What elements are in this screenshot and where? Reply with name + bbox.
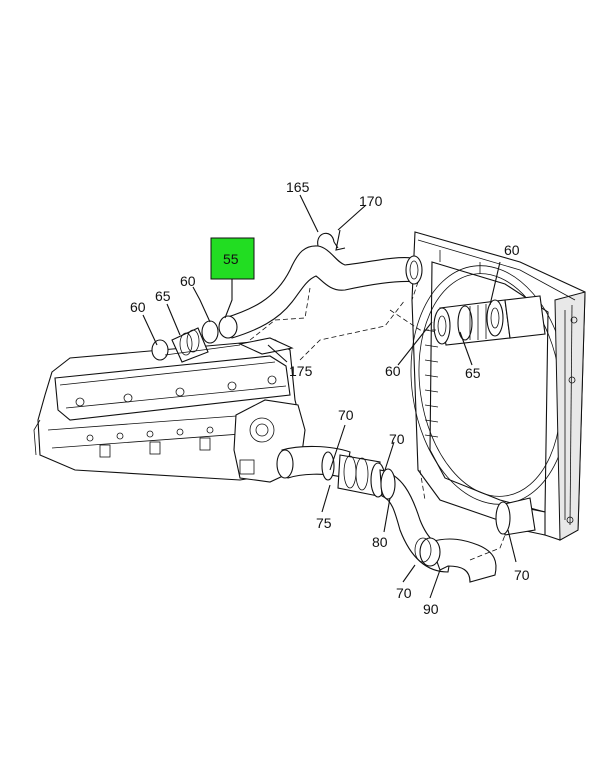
callout-70-radiator-outlet: 70 (514, 567, 530, 583)
callout-90: 90 (423, 601, 439, 617)
upper-hose-couplers (151, 320, 241, 363)
callout-60-radiator-inlet: 60 (385, 363, 401, 379)
callout-65-radiator-inlet: 65 (465, 365, 481, 381)
radiator-upper-fittings (433, 295, 546, 346)
callout-60-upper-right: 60 (504, 242, 520, 258)
callout-highlight-box (210, 237, 255, 280)
assembly-guide-lines (249, 281, 506, 561)
lower-coolant-tube (276, 445, 536, 583)
callout-70-coupler: 70 (389, 431, 405, 447)
engine-block (33, 339, 306, 483)
callout-55: 55 (223, 251, 239, 267)
callout-175: 175 (289, 363, 313, 379)
callout-165: 165 (286, 179, 310, 195)
callout-65-upper-left: 65 (155, 288, 171, 304)
callout-80: 80 (372, 534, 388, 550)
callout-170: 170 (359, 193, 383, 209)
callout-60-far-left: 60 (130, 299, 146, 315)
hose-clip-hardware (317, 229, 346, 251)
callout-60-upper-left: 60 (180, 273, 196, 289)
callout-70-tube: 70 (338, 407, 354, 423)
hose-bracket (238, 337, 294, 355)
upper-radiator-hose (218, 245, 423, 339)
radiator-assembly (410, 231, 586, 541)
leader-lines (142, 194, 517, 599)
callout-labels: 165 170 55 60 65 60 175 60 60 65 70 70 7… (130, 179, 530, 617)
callout-70-lower-hose: 70 (396, 585, 412, 601)
callout-75: 75 (316, 515, 332, 531)
